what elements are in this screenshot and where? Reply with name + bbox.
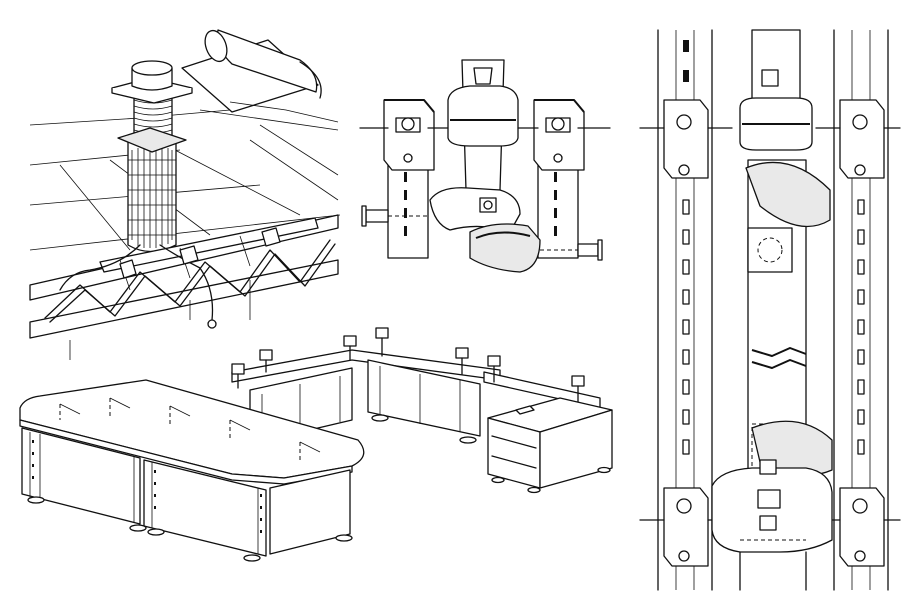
upright-posts — [232, 328, 584, 402]
left-upright — [362, 100, 434, 258]
bottom-brackets — [640, 488, 900, 566]
panel-bracket-closeup — [360, 60, 610, 272]
back-panel-run — [232, 350, 600, 444]
saddle-bracket — [430, 188, 540, 272]
leveling-feet — [28, 415, 476, 561]
cable-sleeve — [128, 140, 176, 252]
right-upright — [534, 100, 602, 260]
base-collar — [712, 460, 832, 590]
light-fixture — [182, 28, 338, 122]
center-channel — [740, 30, 832, 475]
flex-conduit — [112, 61, 192, 152]
panel-furniture-layout — [20, 328, 612, 561]
pedestal-file-cabinet — [488, 398, 612, 493]
panel-ceiling-feed — [30, 28, 340, 360]
desk-modesty-panels — [22, 428, 350, 556]
cable-clamps — [60, 228, 280, 360]
panel-vertical-channel — [640, 30, 900, 590]
truss-beam — [30, 215, 338, 338]
top-brackets — [640, 100, 900, 178]
center-column — [360, 60, 610, 190]
